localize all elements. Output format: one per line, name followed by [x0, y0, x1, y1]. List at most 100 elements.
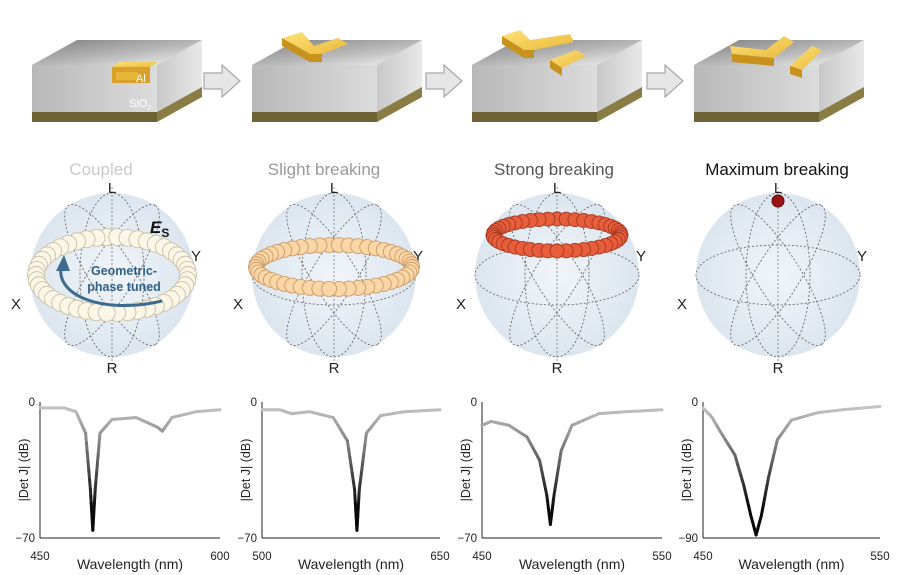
annotation-line: Geometric-: [91, 264, 157, 278]
gold-l-shape: [282, 32, 348, 54]
gold-bar-side: [790, 66, 802, 78]
axis-label-x: X: [456, 296, 466, 313]
panel-title: Slight breaking: [268, 160, 380, 179]
y-tick-label: 0: [251, 397, 257, 409]
pole-label-l: L: [553, 180, 561, 197]
panel-title: Coupled: [69, 160, 132, 179]
x-axis-title: Wavelength (nm): [519, 556, 625, 572]
spectrum-segment: [363, 431, 368, 444]
y-tick-label: −70: [15, 533, 35, 545]
curved-arrow-head-icon: [56, 255, 70, 271]
x-axis-title: Wavelength (nm): [298, 556, 404, 572]
arrow-right-icon: [203, 63, 241, 99]
spectrum-segment: [872, 405, 882, 409]
polarization-point: [771, 194, 785, 208]
pole-label-l: L: [774, 180, 782, 197]
x-tick-label: 450: [30, 551, 49, 563]
x-tick-label: 450: [472, 551, 491, 563]
pole-label-l: L: [330, 180, 338, 197]
polarization-bead: [549, 243, 565, 259]
x-tick-label: 450: [693, 551, 712, 563]
spectrum-segment: [85, 450, 90, 463]
sphere-great-circle: [64, 204, 160, 346]
field-label-sub: S: [161, 226, 169, 240]
pole-label-r: R: [552, 360, 563, 377]
y-axis-title: |Det J| (dB): [239, 439, 253, 502]
gold-l-shape: [730, 36, 794, 58]
substrate-side-face: [597, 40, 642, 112]
spectrum-segment: [94, 469, 99, 482]
y-axis-title: |Det J| (dB): [17, 439, 31, 502]
al-layer-front: [694, 112, 819, 122]
sphere-great-circle: [64, 204, 160, 346]
polarization-bead: [321, 281, 338, 297]
arrow-right-icon: [425, 63, 463, 99]
gold-bar-side: [550, 60, 562, 76]
spectrum-segment: [97, 431, 102, 444]
arrow-right-icon: [646, 63, 684, 99]
axis-label-y: Y: [191, 248, 201, 265]
pole-label-r: R: [773, 360, 784, 377]
gold-bar: [550, 50, 586, 68]
spectrum-segment: [357, 478, 362, 491]
substrate-side-face: [377, 40, 422, 112]
x-axis-title: Wavelength (nm): [738, 556, 844, 572]
al-layer-side: [377, 87, 422, 122]
sphere-great-circle: [730, 204, 826, 346]
substrate-stack: [694, 36, 864, 122]
substrate-stack: Al SiO2 Al: [32, 40, 202, 133]
spectrum-segment: [87, 469, 92, 482]
y-tick-label: −90: [678, 533, 698, 545]
spectrum-segment: [360, 459, 365, 473]
axis-label-y: Y: [857, 248, 867, 265]
axis-label-x: X: [677, 296, 687, 313]
y-tick-label: −70: [237, 533, 257, 545]
gold-bar-highlight: [116, 72, 138, 80]
al-layer-side: [157, 87, 202, 122]
panel-title: Strong breaking: [494, 160, 614, 179]
gold-l-shape-side: [502, 36, 534, 58]
polarization-bead: [97, 303, 116, 322]
x-tick-label: 500: [252, 551, 271, 563]
spectrum-segment: [362, 440, 367, 454]
axis-label-x: X: [11, 296, 21, 313]
sio2-label: SiO2: [129, 98, 151, 112]
sphere-great-circle: [509, 204, 605, 346]
spectrum-segment: [86, 459, 91, 473]
spectrum-segment: [96, 440, 101, 454]
al-layer-front: [252, 112, 377, 122]
al-layer-front: [32, 112, 157, 122]
substrate-front-face: [472, 65, 597, 112]
substrate-front-face: [252, 65, 377, 112]
spectrum-segment: [88, 478, 92, 491]
x-tick-label: 650: [430, 551, 449, 563]
spectrum-segment: [95, 459, 100, 473]
al-label-bottom: Al: [136, 121, 146, 133]
spectrum-segment: [93, 478, 98, 491]
y-tick-label: −70: [457, 533, 477, 545]
x-tick-label: 550: [652, 551, 671, 563]
axis-label-y: Y: [636, 248, 646, 265]
annotation-line: phase tuned: [87, 280, 161, 294]
al-layer-side: [819, 87, 864, 122]
axis-label-x: X: [233, 296, 243, 313]
x-tick-label: 600: [210, 551, 229, 563]
spectrum-segment: [96, 450, 100, 463]
gold-l-shape-side: [282, 38, 322, 62]
poincare-sphere: L R X Y: [456, 180, 646, 377]
field-label: ES: [150, 218, 169, 240]
substrate-top-face: [32, 40, 202, 65]
substrate-side-face: [157, 40, 202, 112]
al-layer-front: [472, 112, 597, 122]
x-axis-title: Wavelength (nm): [77, 556, 183, 572]
pole-label-l: L: [108, 180, 116, 197]
curved-arrow: [59, 262, 163, 308]
x-tick-label: 550: [870, 551, 889, 563]
spectrum-segment: [358, 469, 364, 482]
field-label-base: E: [150, 218, 162, 237]
panel-title: Maximum breaking: [705, 160, 849, 179]
